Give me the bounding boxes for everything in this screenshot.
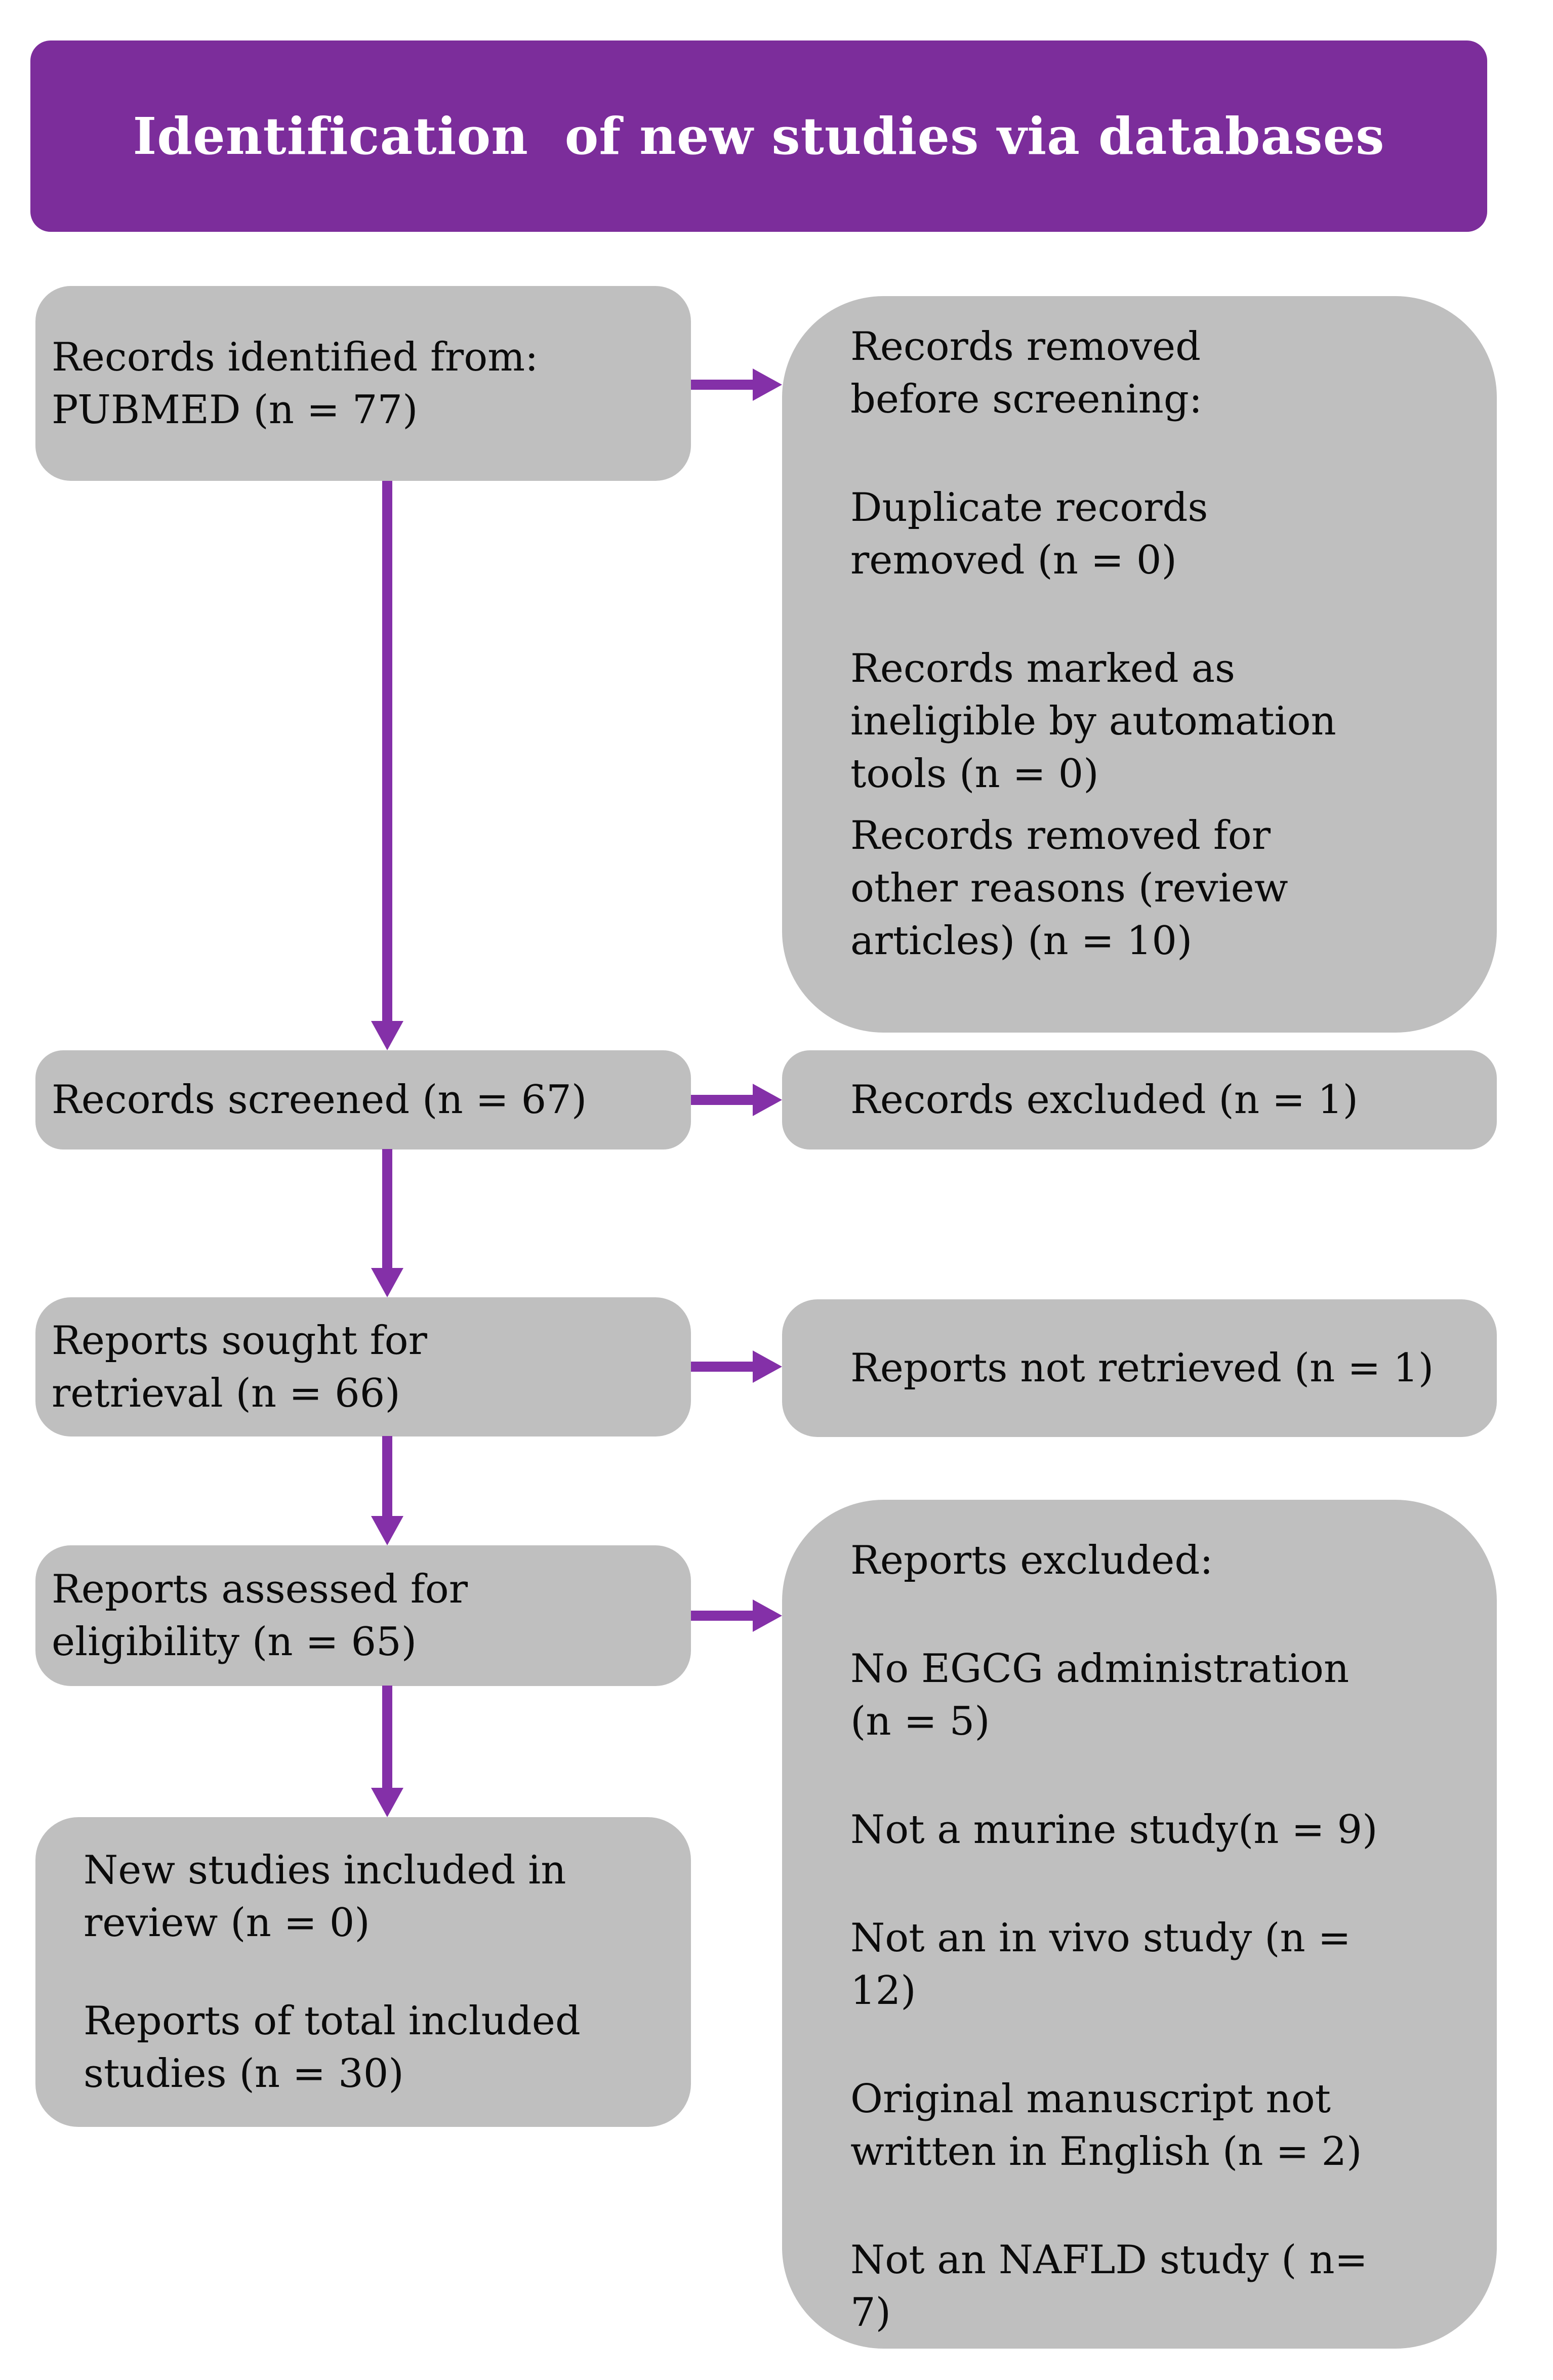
arrow-shaft [691,1362,757,1372]
text-line: Records excluded (n = 1) [850,1077,1359,1123]
text-line: Records removed for [850,813,1271,858]
arrow-screened-to-sought [371,1149,403,1297]
arrow-assessed-to-included [371,1686,403,1817]
text-line: Records identified from: [52,334,539,380]
arrow-assessed-to-excluded [691,1599,782,1632]
arrow-head-icon [753,1350,782,1383]
text-line: Reports sought for [52,1318,427,1364]
paragraph: Reports excluded: [850,1534,1497,1587]
text-line: Reports excluded: [850,1538,1213,1583]
text-line: articles) (n = 10) [850,918,1193,964]
arrow-sought-to-not-retrieved [691,1350,782,1383]
arrow-shaft [382,1686,392,1792]
text-line: Records screened (n = 67) [52,1077,587,1123]
arrow-shaft [691,1095,757,1105]
text-line: No EGCG administration [850,1646,1350,1692]
box-reports-assessed: Reports assessed for eligibility (n = 65… [35,1545,691,1686]
text-line: PUBMED (n = 77) [52,387,418,433]
text-line: Reports not retrieved (n = 1) [850,1345,1434,1391]
text-line: Not an in vivo study (n = [850,1915,1351,1961]
arrow-shaft [691,1611,757,1621]
text-line: written in English (n = 2) [850,2129,1362,2174]
arrow-head-icon [371,1788,403,1817]
arrow-head-icon [753,1599,782,1632]
text-line: 7) [850,2290,891,2335]
text-line: New studies included in [84,1848,566,1893]
paragraph: Not a murine study(n = 9) [850,1803,1497,1856]
box-records-identified: Records identified from: PUBMED (n = 77) [35,286,691,481]
paragraph: Records removed for other reasons (revie… [850,809,1497,967]
text-line: (n = 5) [850,1699,990,1744]
text-line: Reports assessed for [52,1567,468,1612]
arrow-identified-to-removed [691,368,782,401]
paragraph: Records removed before screening: [850,320,1497,426]
text-line: before screening: [850,377,1203,422]
arrow-sought-to-assessed [371,1436,403,1545]
text-line: studies (n = 30) [84,2051,404,2097]
paragraph: Not an NAFLD study ( n= 7) [850,2234,1497,2339]
arrow-screened-to-excluded [691,1084,782,1116]
text-line: eligibility (n = 65) [52,1619,417,1665]
arrow-head-icon [371,1268,403,1297]
arrow-shaft [382,1149,392,1272]
text-line: Records marked as [850,646,1236,691]
text-line: removed (n = 0) [850,538,1177,583]
arrow-head-icon [371,1021,403,1050]
box-records-excluded: Records excluded (n = 1) [782,1050,1497,1150]
box-studies-included: New studies included in review (n = 0) R… [35,1817,691,2127]
diagram-title: Identification of new studies via databa… [133,106,1385,166]
arrow-shaft [691,380,757,390]
text-line: Not a murine study(n = 9) [850,1807,1378,1853]
box-records-removed-before-screening: Records removed before screening: Duplic… [782,296,1497,1033]
text-line: Reports of total included [84,1998,581,2044]
arrow-head-icon [753,1084,782,1116]
box-records-screened: Records screened (n = 67) [35,1050,691,1150]
arrow-head-icon [371,1516,403,1545]
paragraph: Original manuscript not written in Engli… [850,2073,1497,2178]
paragraph: Reports of total included studies (n = 3… [84,1995,691,2100]
arrow-shaft [382,481,392,1025]
header-banner: Identification of new studies via databa… [30,40,1487,232]
arrow-head-icon [753,368,782,401]
paragraph: Not an in vivo study (n = 12) [850,1912,1497,2017]
text-line: Original manuscript not [850,2076,1331,2122]
paragraph: Records marked as ineligible by automati… [850,642,1497,800]
box-reports-sought: Reports sought for retrieval (n = 66) [35,1297,691,1437]
box-reports-excluded: Reports excluded: No EGCG administration… [782,1500,1497,2349]
paragraph: New studies included in review (n = 0) [84,1844,691,1949]
text-line: retrieval (n = 66) [52,1370,400,1416]
text-line: other reasons (review [850,866,1288,911]
text-line: 12) [850,1968,916,2014]
text-line: ineligible by automation [850,699,1336,744]
text-line: tools (n = 0) [850,751,1099,797]
text-line: Duplicate records [850,485,1208,530]
text-line: Not an NAFLD study ( n= [850,2237,1368,2283]
box-reports-not-retrieved: Reports not retrieved (n = 1) [782,1299,1497,1437]
paragraph: No EGCG administration (n = 5) [850,1643,1497,1748]
arrow-shaft [382,1436,392,1520]
text-line: Records removed [850,324,1201,370]
paragraph: Duplicate records removed (n = 0) [850,481,1497,587]
text-line: review (n = 0) [84,1900,370,1946]
arrow-identified-to-screened [371,481,403,1050]
